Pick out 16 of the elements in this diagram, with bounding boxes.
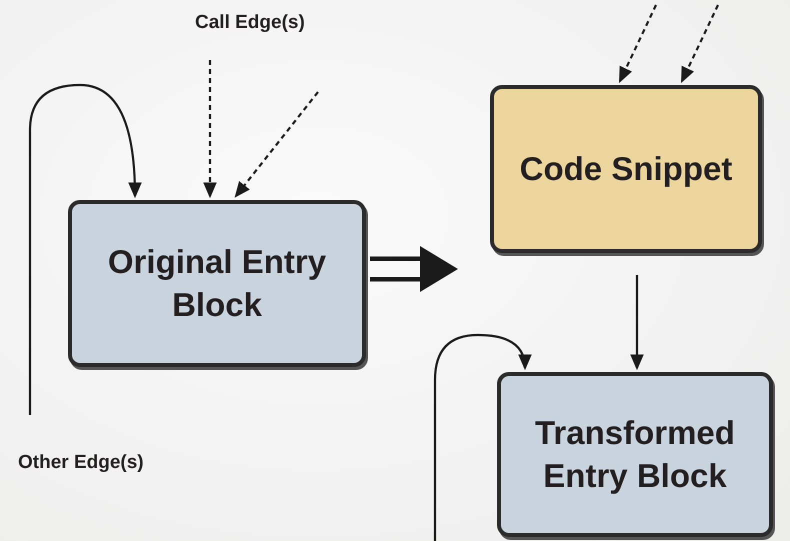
process-box (68, 200, 366, 367)
arrow (434, 334, 531, 541)
arrow (619, 4, 657, 84)
process-box (497, 372, 773, 537)
arrow (630, 275, 644, 370)
arrow (370, 246, 458, 292)
arrow (234, 91, 319, 198)
arrow (28, 84, 142, 415)
box-label: Code Snippet (518, 148, 734, 189)
arrow (203, 60, 217, 198)
box-label: Original Entry Block (106, 242, 328, 324)
process-box (490, 85, 762, 253)
edge-group-label: Call Edge(s) (195, 12, 305, 34)
edge-group-label: Other Edge(s) (18, 452, 144, 474)
arrow (681, 4, 719, 84)
box-label: Transformed Entry Block (534, 412, 736, 496)
